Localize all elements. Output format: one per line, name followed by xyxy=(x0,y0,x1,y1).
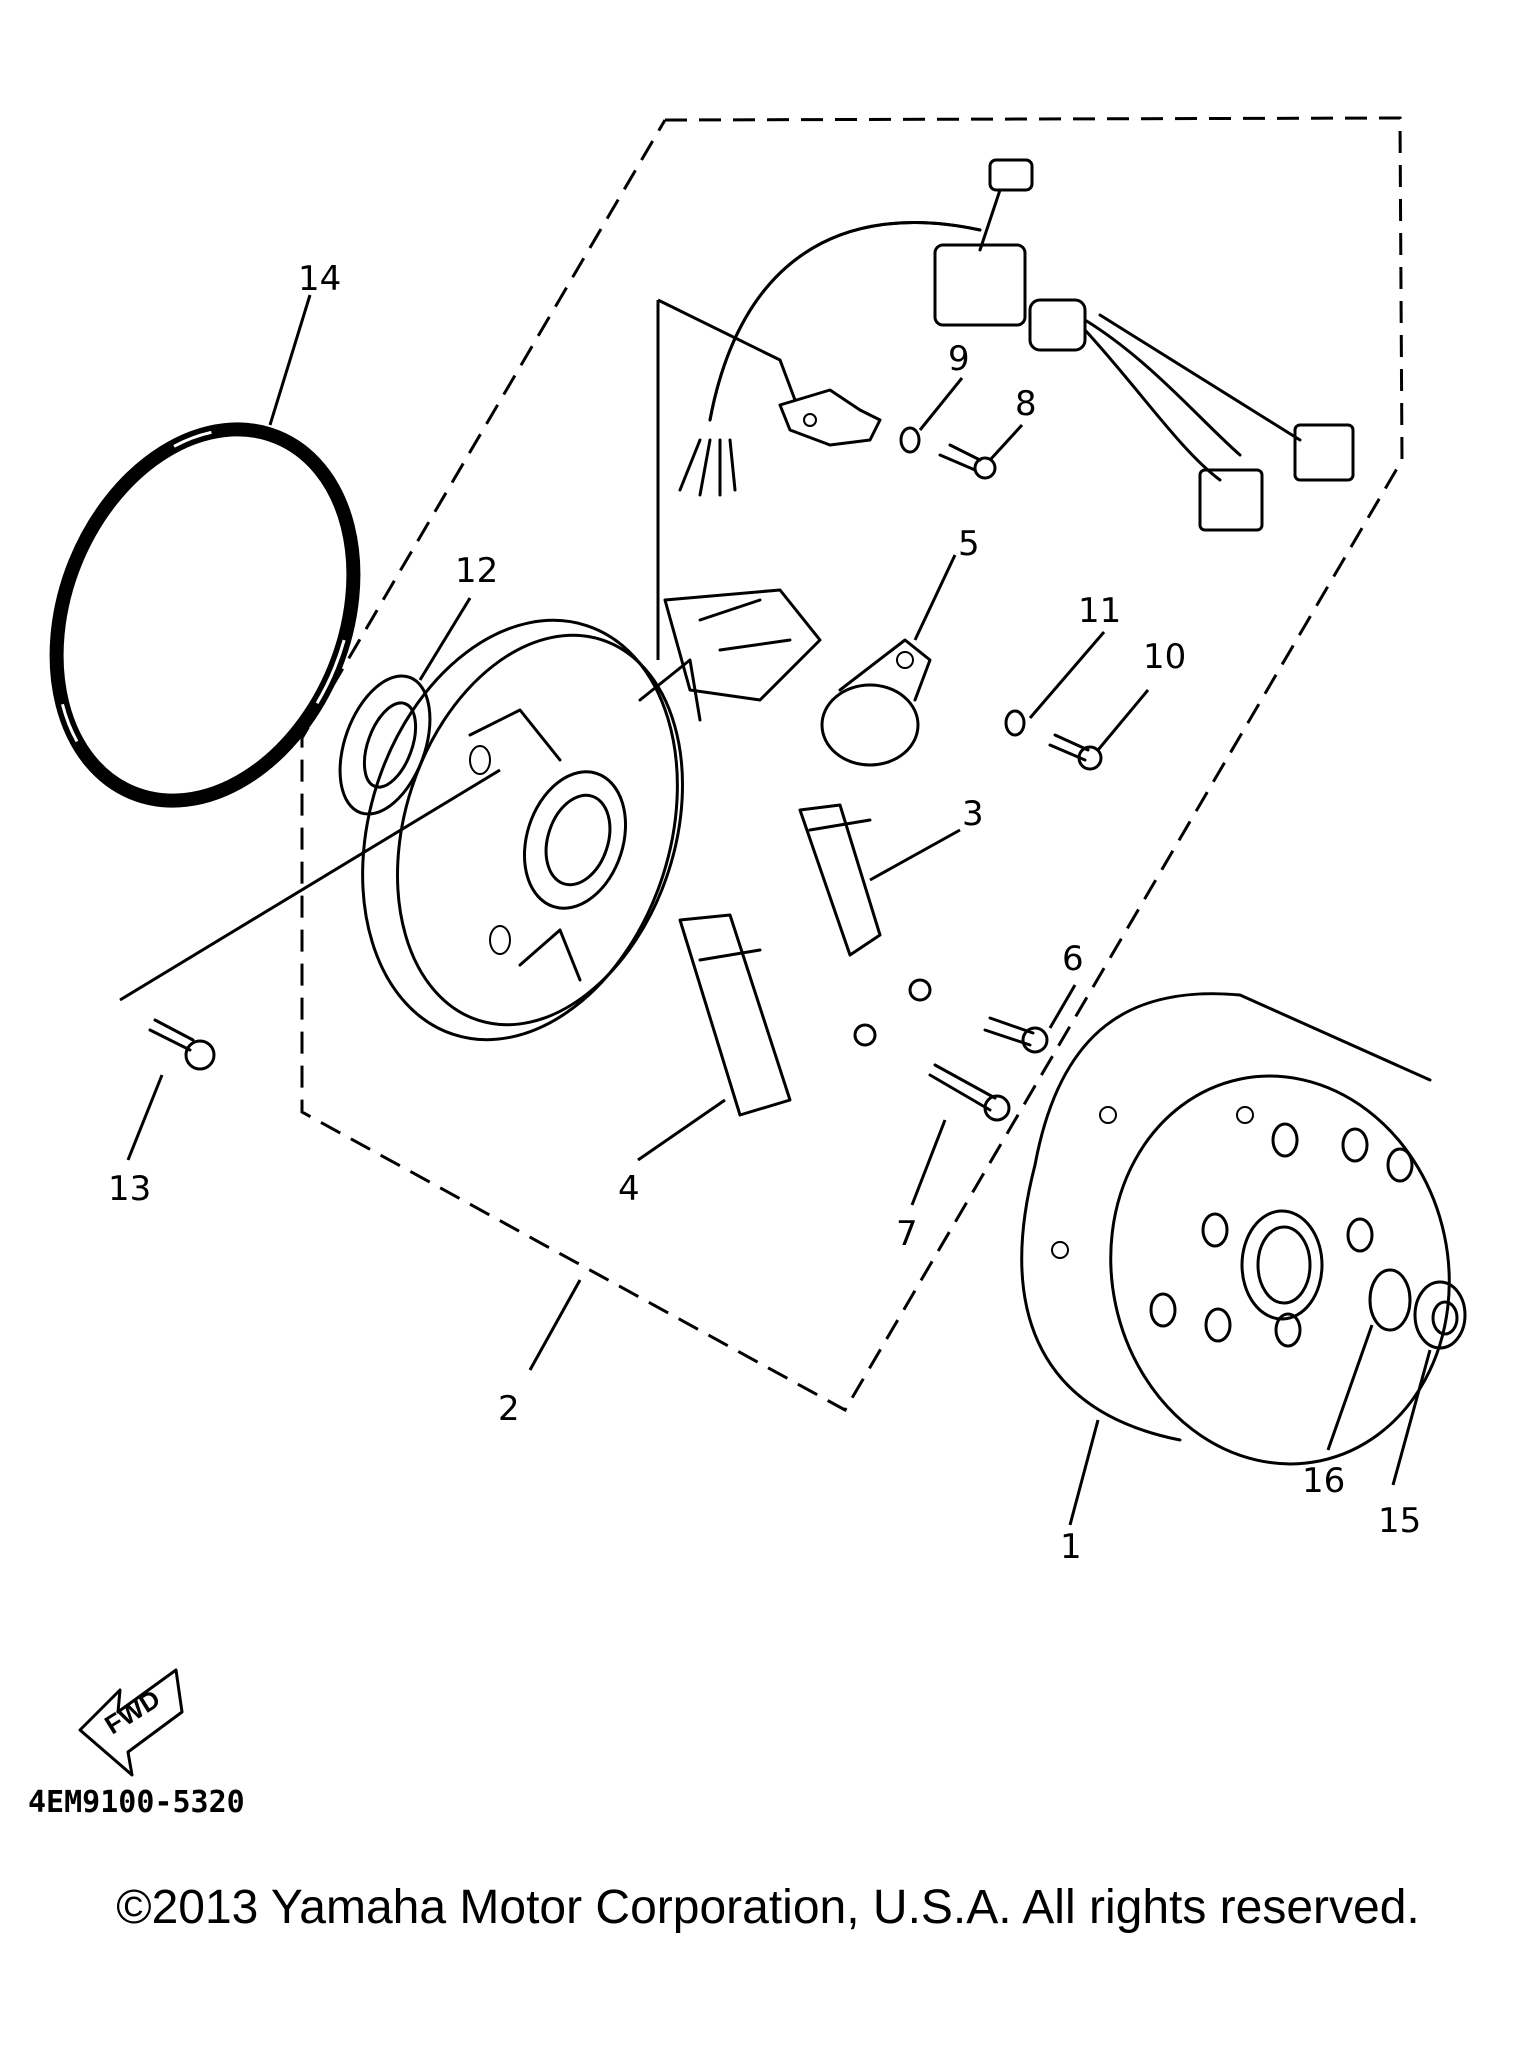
callout-2: 2 xyxy=(498,1389,520,1429)
stator-base-plate xyxy=(361,588,822,1042)
long-screw xyxy=(928,1063,1011,1122)
lock-washer xyxy=(1004,709,1026,737)
callout-14: 14 xyxy=(298,259,341,299)
lighting-coil xyxy=(678,913,877,1117)
charging-coil xyxy=(798,803,932,1002)
copyright-notice: ©2013 Yamaha Motor Corporation, U.S.A. A… xyxy=(116,1881,1420,1934)
callout-4: 4 xyxy=(618,1169,640,1209)
diagram-part-code: 4EM9100-5320 xyxy=(28,1785,245,1820)
lock-washer xyxy=(899,426,921,454)
screw xyxy=(938,443,997,480)
screw xyxy=(1048,733,1103,771)
wiring-harness xyxy=(678,158,1355,532)
callout-8: 8 xyxy=(1015,384,1037,424)
callout-16: 16 xyxy=(1302,1461,1345,1501)
callout-1: 1 xyxy=(1060,1527,1082,1567)
callout-6: 6 xyxy=(1062,939,1084,979)
flywheel-rotor xyxy=(1020,992,1451,1466)
callout-7: 7 xyxy=(896,1214,918,1254)
o-ring-gasket xyxy=(49,422,361,808)
callout-13: 13 xyxy=(108,1169,151,1209)
plate-screw xyxy=(148,1018,216,1071)
callout-15: 15 xyxy=(1378,1501,1421,1541)
nut xyxy=(1413,1280,1467,1350)
leader-lines xyxy=(119,294,1432,1526)
pickup-bracket xyxy=(778,388,882,447)
callout-11: 11 xyxy=(1078,591,1121,631)
washer xyxy=(1368,1268,1412,1332)
callout-12: 12 xyxy=(455,551,498,591)
callout-3: 3 xyxy=(962,794,984,834)
screw xyxy=(983,1016,1049,1054)
forward-direction-arrow: FWD xyxy=(78,1668,184,1777)
callout-5: 5 xyxy=(958,524,980,564)
callout-9: 9 xyxy=(948,339,970,379)
pickup-coil xyxy=(820,638,932,767)
assembly-boundary xyxy=(300,116,1404,1413)
callout-10: 10 xyxy=(1143,637,1186,677)
